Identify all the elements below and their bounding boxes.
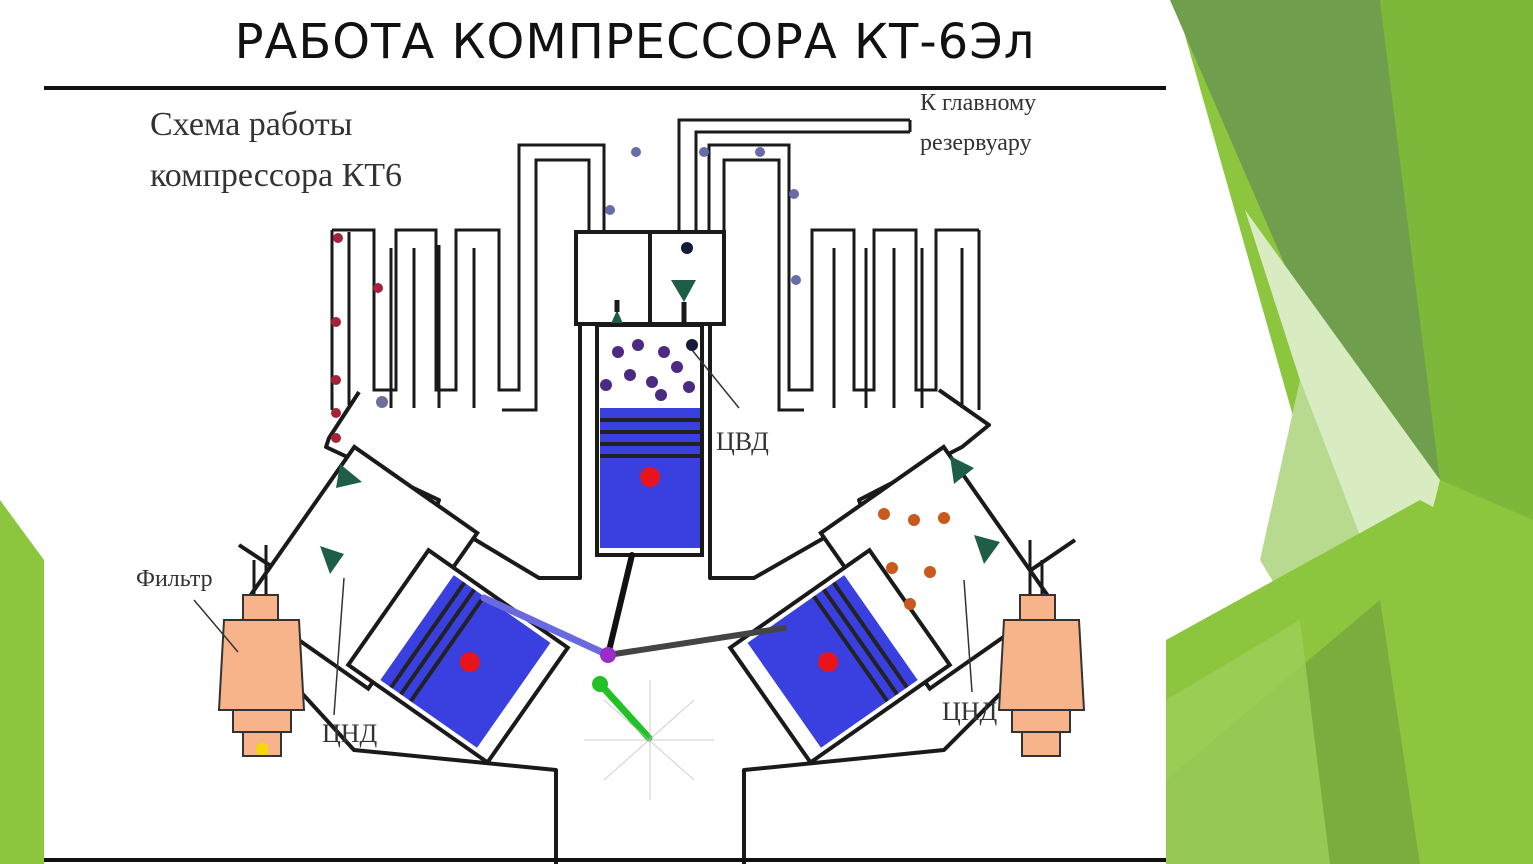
- hp-cylinder-label: ЦВД: [716, 427, 769, 456]
- right-lp-cylinder-label: ЦНД: [942, 697, 998, 726]
- right-lp-intake-valve-icon: [950, 456, 974, 484]
- left-lp-cylinder-group: [242, 444, 571, 766]
- filter-label: Фильтр: [136, 566, 213, 592]
- reservoir-label-line1: К главному: [920, 90, 1036, 116]
- right-filter: [997, 540, 1086, 757]
- right-lp-discharge-valve-icon: [974, 535, 1000, 564]
- diagram-caption-line2: компрессора КТ6: [150, 157, 402, 194]
- slide-title: РАБОТА КОМПРЕССОРА КТ-6Эл: [234, 14, 1036, 70]
- hp-piston: [600, 408, 700, 548]
- left-lp-cylinder-label: ЦНД: [322, 719, 378, 748]
- left-filter: [217, 545, 306, 757]
- reservoir-label-line2: резервуару: [920, 130, 1032, 156]
- crank-rotation-lines: [584, 680, 714, 800]
- title-divider: [44, 86, 1166, 90]
- hp-discharge-valve-icon: [671, 280, 696, 302]
- connecting-rods: [480, 552, 787, 742]
- right-lp-air-particles: [878, 508, 950, 610]
- hp-valve-box: [574, 230, 726, 326]
- right-intercooler-coil: [707, 143, 981, 412]
- left-coil-air-particles: [331, 233, 388, 443]
- hp-air-particles: [600, 242, 698, 401]
- diagram-caption-line1: Схема работы: [150, 106, 353, 143]
- right-coil-air-particles: [605, 147, 801, 285]
- compressor-diagram: Схема работы компрессора КТ6 К главному …: [44, 90, 1166, 864]
- left-lp-intake-valve-icon: [336, 464, 362, 488]
- left-lp-discharge-valve-icon: [320, 546, 344, 574]
- right-lp-cylinder-group: [727, 444, 1056, 766]
